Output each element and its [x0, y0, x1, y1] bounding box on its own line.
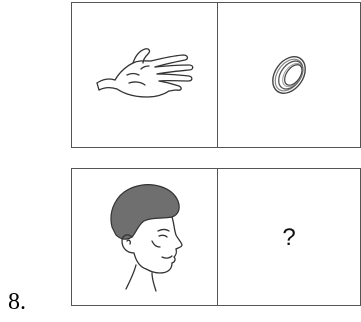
unknown-cell: ?: [218, 169, 360, 305]
head-cell: [72, 169, 218, 305]
question-mark: ?: [282, 224, 295, 252]
analogy-row-top: [71, 2, 361, 148]
question-number: 8.: [8, 290, 26, 314]
ring-cell: [218, 3, 360, 147]
hand-cell: [72, 3, 218, 147]
head-icon: [102, 179, 188, 295]
hand-icon: [93, 43, 197, 107]
analogy-row-bottom: ?: [71, 168, 361, 306]
ring-icon: [259, 47, 319, 103]
